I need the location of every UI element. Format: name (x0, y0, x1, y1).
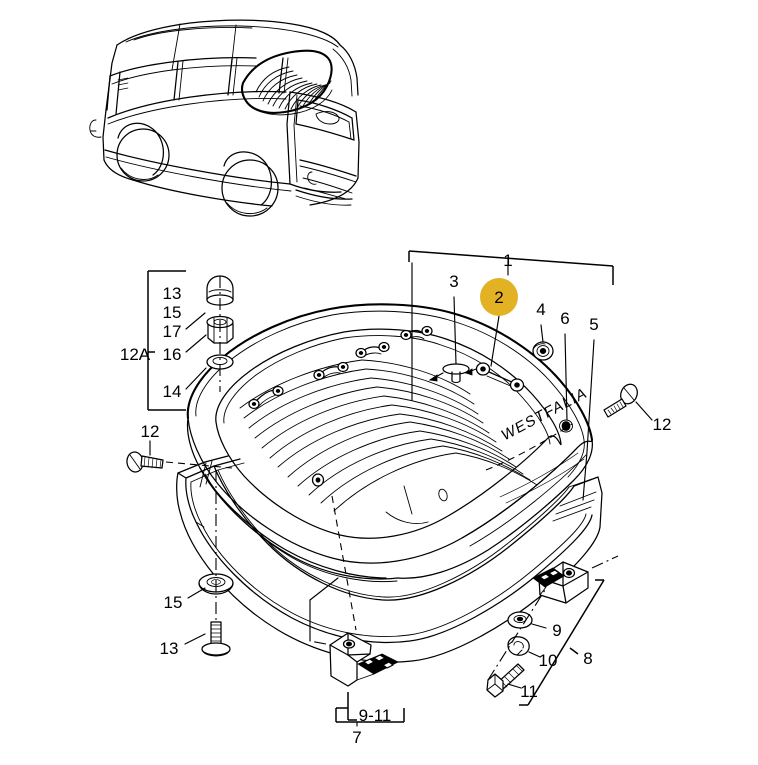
callout-15-top: 15 (163, 303, 182, 322)
callout-6: 6 (560, 309, 569, 328)
callout-1: 1 (503, 251, 512, 270)
bracket-flat-washer (507, 611, 533, 629)
callout-12-left: 12 (141, 422, 160, 441)
top-callout-leaders (408, 250, 614, 501)
callout-7: 7 (352, 728, 361, 747)
callout-9: 9 (552, 621, 561, 640)
roof-lid-link-clips (248, 325, 433, 410)
roof-lid-fastening-screw-b (486, 371, 525, 392)
roof-lid-fastening-screw-a (465, 362, 491, 376)
roof-hinge-bracket-rear (486, 555, 619, 706)
callout-2-highlight (480, 278, 518, 316)
callout-labels: 1 2 3 4 6 5 12A 13 15 17 16 14 12 12 15 … (120, 251, 672, 747)
roof-hinge-bracket-front (309, 495, 405, 727)
callout-4: 4 (536, 300, 545, 319)
callout-9-11: 9-11 (359, 706, 392, 725)
westfalia-mounting-hole (561, 421, 571, 431)
callout-10: 10 (539, 651, 558, 670)
roof-rubber-grommet (532, 341, 554, 361)
callout-13-top: 13 (163, 284, 182, 303)
callout-5: 5 (589, 315, 598, 334)
roof-lid-mushroom-head-stud (428, 363, 470, 383)
bracket-spring-washer (507, 636, 530, 656)
callout-12-right: 12 (653, 415, 672, 434)
slotted-pan-head-screw-right (603, 383, 653, 421)
pop-top-roof-lid (186, 303, 594, 582)
hardware-kit-12a (147, 270, 234, 411)
bracket-hex-bolt (486, 663, 525, 698)
carriage-bolt-lower (184, 621, 231, 657)
vw-transporter-t3-westfalia-van (89, 19, 360, 217)
slotted-pan-head-screw-left (126, 440, 233, 473)
callout-8: 8 (583, 649, 592, 668)
callout-3: 3 (449, 272, 458, 291)
callout-11: 11 (520, 682, 538, 701)
callout-15-bottom: 15 (164, 593, 183, 612)
callout-14: 14 (163, 382, 182, 401)
roof-skirt-screw (311, 473, 325, 487)
callout-12a: 12A (120, 345, 151, 364)
callout-17: 17 (163, 322, 182, 341)
callout-13-bottom: 13 (160, 639, 179, 658)
callout-2: 2 (494, 288, 503, 307)
callout-16: 16 (163, 345, 182, 364)
